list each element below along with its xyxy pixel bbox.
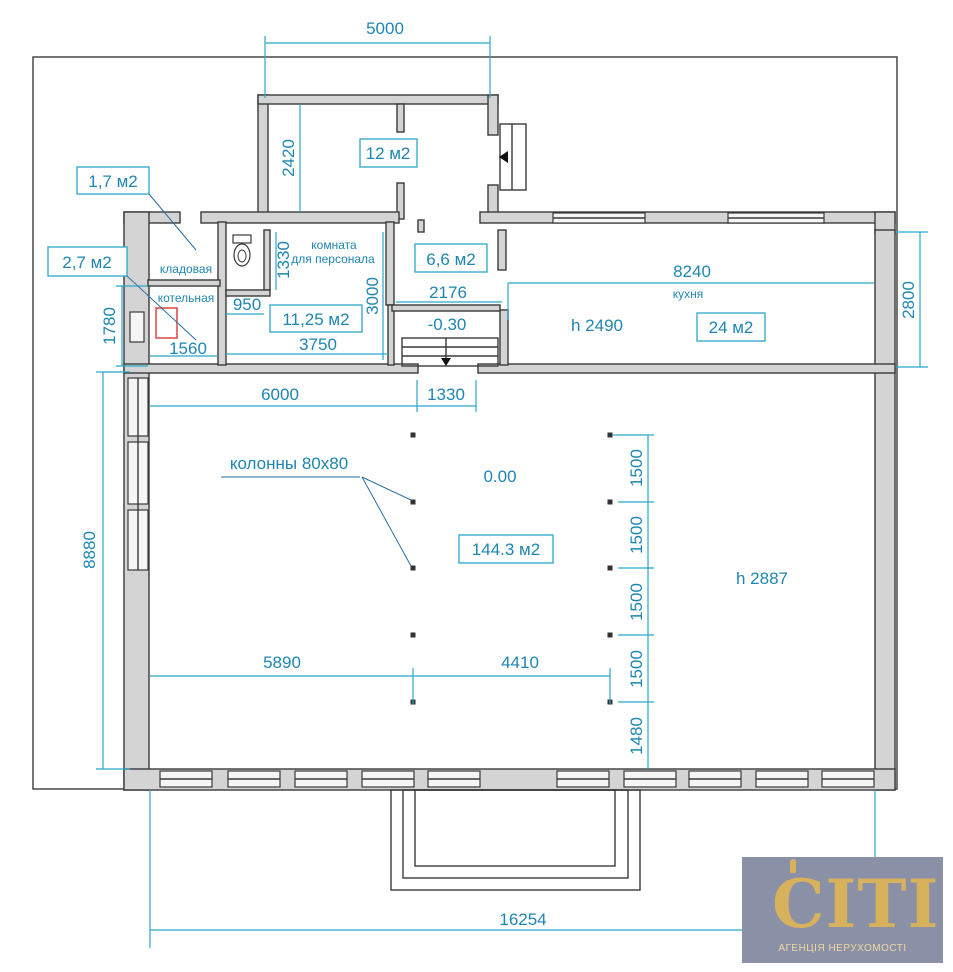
area-boiler: 2,7 м2 xyxy=(62,253,112,272)
agency-logo: CITI АГЕНЦІЯ НЕРУХОМОСТІ xyxy=(742,857,943,963)
column-marker xyxy=(410,499,416,505)
dim-boiler-height: 1780 xyxy=(100,307,119,345)
dim-top-width: 5000 xyxy=(366,19,404,38)
label-staff-line1: комната xyxy=(311,238,357,252)
column-marker xyxy=(607,565,613,571)
label-columns: колонны 80х80 xyxy=(230,454,348,473)
dim-room-height: 2420 xyxy=(279,139,298,177)
label-kitchen: кухня xyxy=(673,287,704,301)
area-room-top: 12 м2 xyxy=(366,144,411,163)
torch-icon xyxy=(790,859,796,873)
upper-entry-steps xyxy=(499,123,527,191)
north-windows xyxy=(552,212,825,224)
area-kitchen: 24 м2 xyxy=(709,318,754,337)
dim-hall-height: 8880 xyxy=(80,531,99,569)
label-corridor-level: -0.30 xyxy=(428,315,467,334)
dim-wc-height: 1330 xyxy=(274,241,293,279)
area-hall: 144.3 м2 xyxy=(472,540,540,559)
column-marker xyxy=(410,565,416,571)
label-boiler: котельная xyxy=(158,291,214,305)
label-hall-level: 0.00 xyxy=(483,467,516,486)
label-hall-height: h 2887 xyxy=(736,569,788,588)
column-leaders xyxy=(221,476,412,567)
column-marker xyxy=(607,432,613,438)
area-boxes xyxy=(47,138,766,564)
dim-col-spacing-5: 1480 xyxy=(627,717,646,755)
dim-span-right: 4410 xyxy=(501,653,539,672)
south-windows xyxy=(159,770,875,788)
dim-col-spacing-4: 1500 xyxy=(627,650,646,688)
column-marker xyxy=(607,499,613,505)
area-staff: 11,25 м2 xyxy=(282,310,349,329)
dim-corridor-width: 2176 xyxy=(429,283,467,302)
south-porch xyxy=(390,789,641,891)
label-kitchen-height: h 2490 xyxy=(571,316,623,335)
dim-staff-height: 3000 xyxy=(363,277,382,315)
logo-brand: CITI xyxy=(772,865,940,943)
label-storage: кладовая xyxy=(160,262,212,276)
corridor-stairs xyxy=(401,337,499,367)
toilet-icon xyxy=(232,234,252,267)
label-staff-line2: для персонала xyxy=(291,252,375,266)
dim-kitchen-depth: 2800 xyxy=(899,281,918,319)
west-windows xyxy=(127,377,149,571)
dim-step-width: 1330 xyxy=(427,385,465,404)
walls xyxy=(123,94,896,791)
boiler-window xyxy=(129,311,145,343)
column-marker xyxy=(410,432,416,438)
dim-span-left: 5890 xyxy=(263,653,301,672)
dim-hall-width-left: 6000 xyxy=(261,385,299,404)
dim-col-spacing-2: 1500 xyxy=(627,516,646,554)
dim-col-spacing-3: 1500 xyxy=(627,583,646,621)
site-boundary xyxy=(32,56,898,790)
column-marker xyxy=(607,632,613,638)
dim-wc-width: 950 xyxy=(233,295,261,314)
area-corridor: 6,6 м2 xyxy=(426,250,476,269)
dim-col-spacing-1: 1500 xyxy=(627,449,646,487)
plan-text: 5000 2420 1330 950 3000 3750 1560 1780 2… xyxy=(62,19,918,929)
dim-kitchen-width: 8240 xyxy=(673,262,711,281)
dim-staff-width: 3750 xyxy=(299,335,337,354)
column-marker xyxy=(410,632,416,638)
dim-total-width: 16254 xyxy=(499,910,546,929)
dim-boiler-width: 1560 xyxy=(169,339,207,358)
logo-tagline: АГЕНЦІЯ НЕРУХОМОСТІ xyxy=(778,943,907,954)
area-storage: 1,7 м2 xyxy=(88,172,138,191)
